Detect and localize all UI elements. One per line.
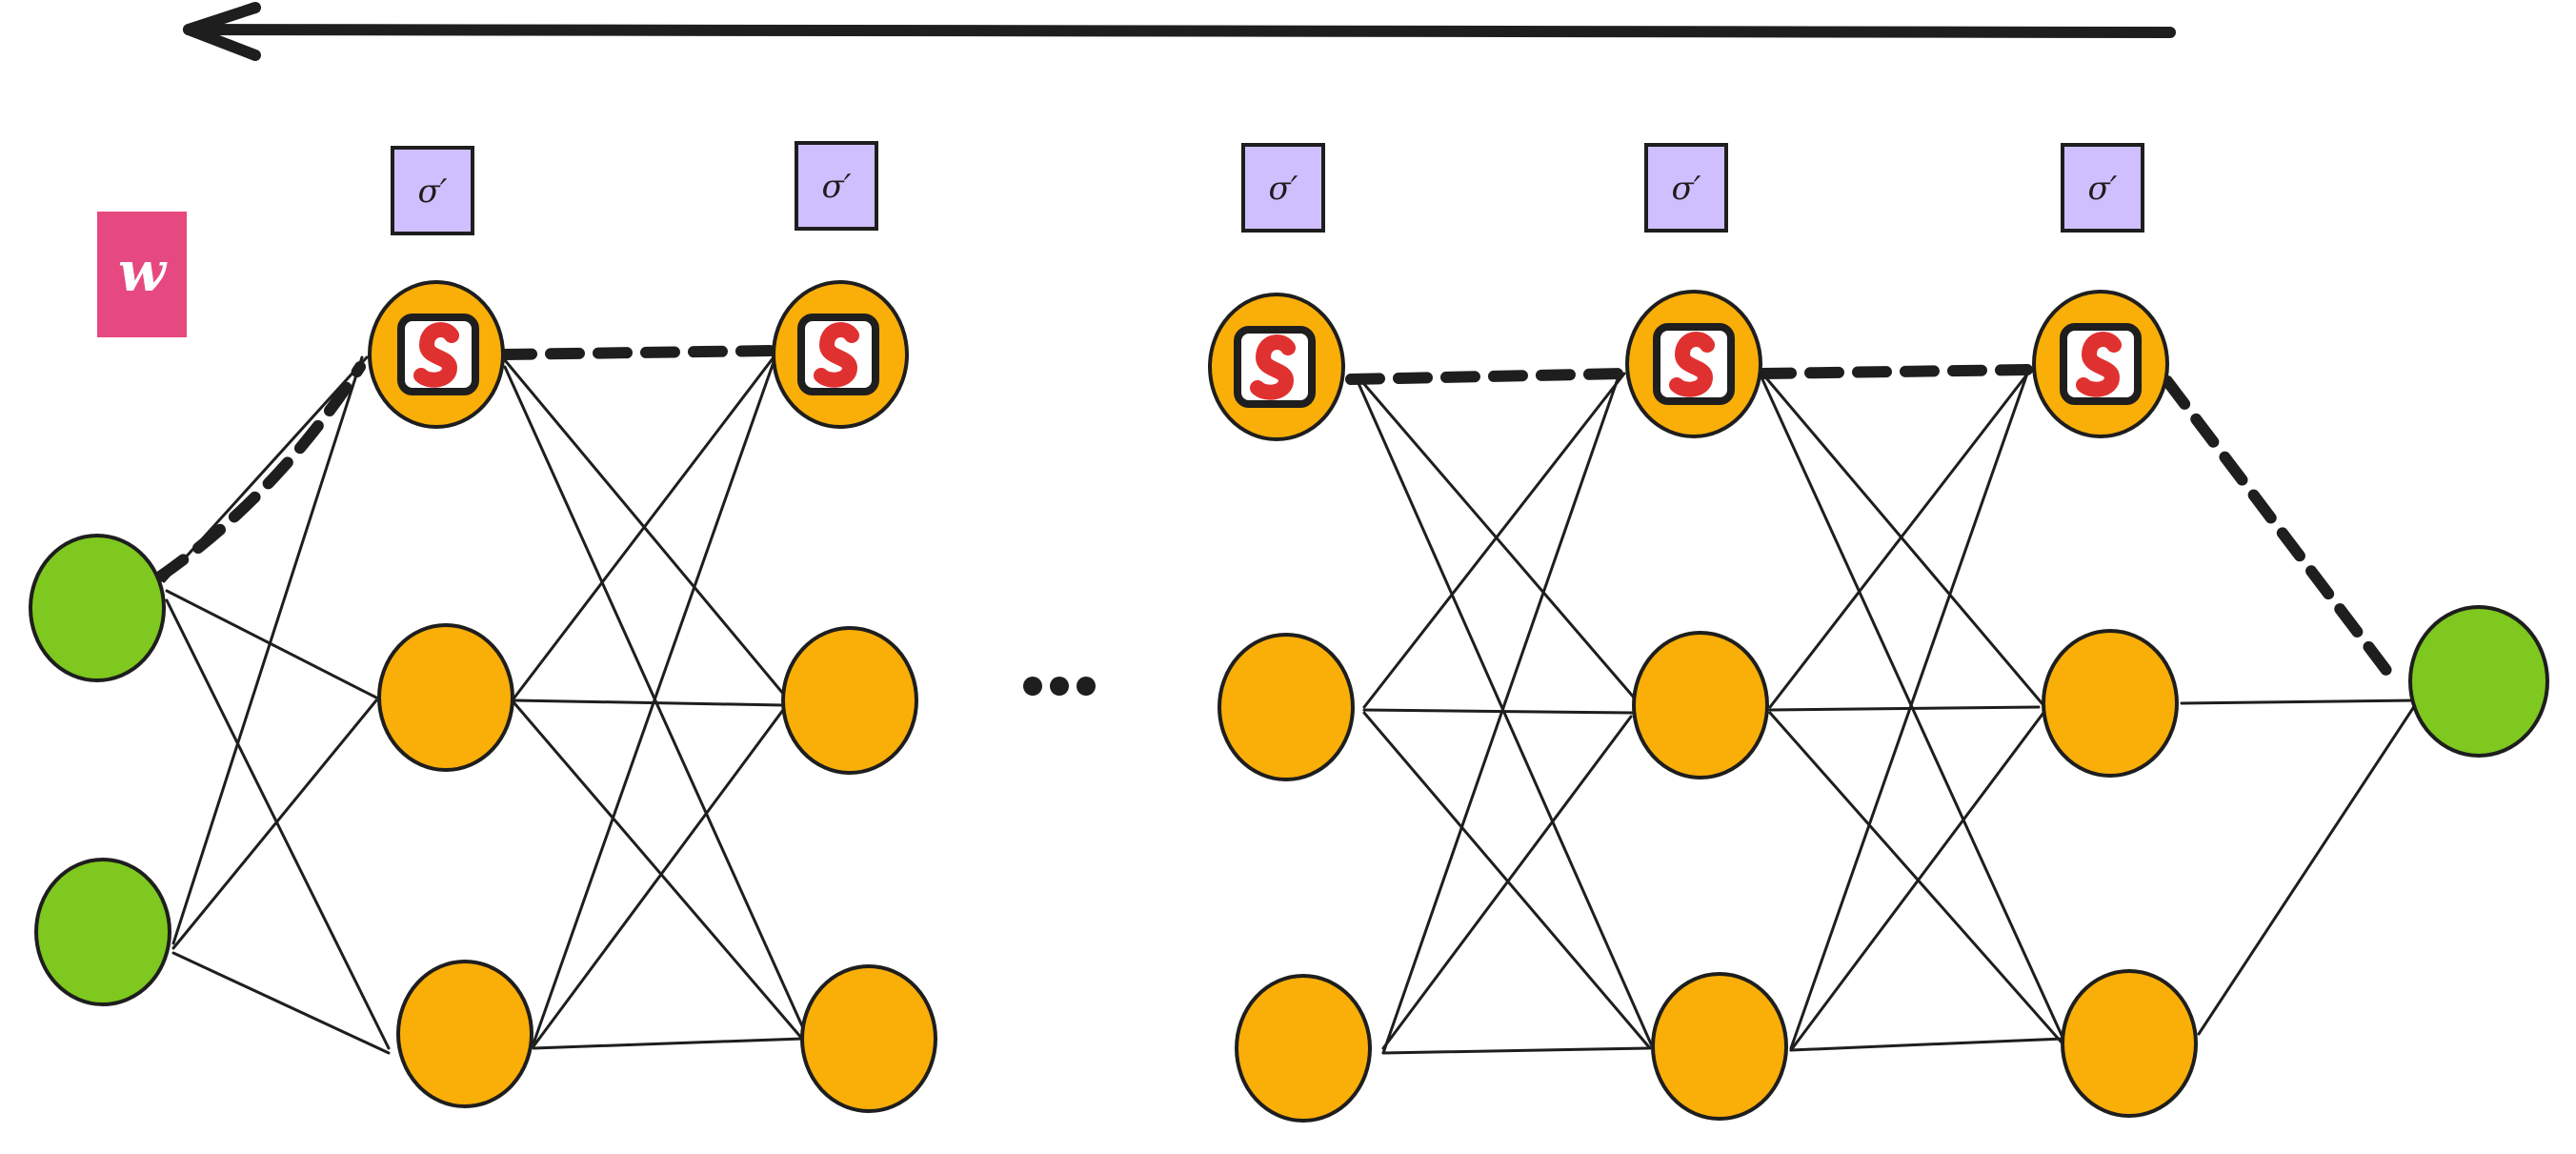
hidden-node — [377, 623, 514, 772]
hidden-node — [1218, 633, 1355, 781]
hidden-layer — [772, 280, 937, 1113]
ellipsis-icon — [1023, 677, 1096, 696]
sigma-prime-box: σ′ — [1644, 143, 1728, 233]
backprop-arrow — [183, 2, 2176, 61]
hidden-node — [2061, 969, 2198, 1118]
sigma-prime-label: σ′ — [418, 172, 448, 211]
hidden-layer — [2032, 290, 2198, 1118]
hidden-layer — [1208, 293, 1372, 1123]
hidden-node — [1632, 631, 1769, 779]
arrow-head — [183, 2, 261, 61]
hidden-node — [800, 964, 937, 1113]
arrow-left-icon — [183, 24, 2176, 38]
output-layer — [2408, 605, 2549, 758]
sigma-prime-label: σ′ — [822, 168, 852, 206]
input-layer — [29, 534, 171, 1006]
weight-box: w — [97, 212, 187, 337]
hidden-node — [1651, 972, 1788, 1121]
hidden-node — [781, 626, 918, 775]
hidden-layer — [368, 280, 533, 1108]
sigma-prime-box: σ′ — [2061, 143, 2144, 233]
weight-icon — [97, 212, 187, 337]
sigmoid-s-icon — [2063, 327, 2138, 401]
sigmoid-s-icon — [1238, 330, 1312, 404]
sigmoid-s-icon — [1657, 327, 1731, 401]
sigma-prime-label: σ′ — [1672, 170, 1701, 208]
input-node — [29, 534, 166, 682]
sigma-prime-box: σ′ — [391, 146, 474, 235]
gradient-path — [154, 345, 2397, 682]
connections — [162, 355, 2417, 1055]
sigmoid-s-icon — [801, 317, 875, 392]
sigma-prime-box: σ′ — [795, 141, 878, 231]
sigma-prime-label: σ′ — [1269, 170, 1298, 208]
sigmoid-s-icon — [401, 317, 475, 392]
weight-label: w — [118, 239, 168, 304]
sigma-prime-boxes: σ′ σ′ σ′ σ′ σ′ — [391, 141, 2144, 235]
sigma-prime-box: σ′ — [1241, 143, 1325, 233]
hidden-node — [1235, 974, 1372, 1123]
input-node — [34, 858, 171, 1006]
sigma-prime-label: σ′ — [2088, 170, 2118, 208]
output-node — [2408, 605, 2549, 758]
hidden-layer — [1625, 290, 1788, 1121]
hidden-node — [2042, 629, 2179, 778]
hidden-node — [396, 960, 533, 1108]
